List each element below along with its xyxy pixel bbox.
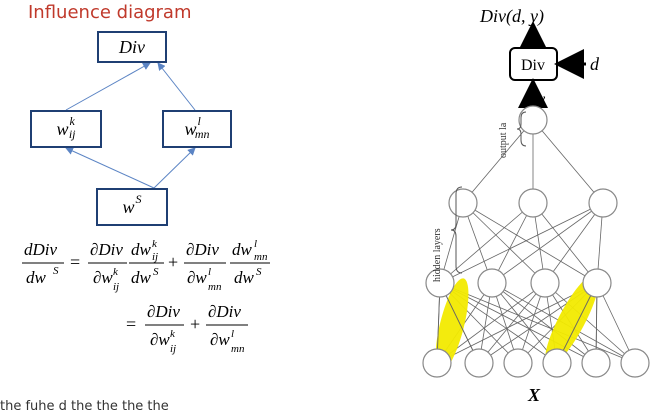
network-diagram: Div(d, y) Div d y xyxy=(422,6,650,405)
highlight-right xyxy=(545,273,599,367)
cut-off-caption: the fuhe d the the the the xyxy=(0,399,169,414)
t1b-num-sub: ij xyxy=(152,251,158,263)
div-box-label: Div xyxy=(521,57,545,74)
output-node xyxy=(518,105,548,135)
eq2-t2-den-sup: l xyxy=(231,328,234,340)
output-layer-label: output la xyxy=(498,122,509,158)
t2-den-sup: l xyxy=(208,266,211,278)
t2-denominator: ∂w xyxy=(187,268,207,287)
lhs-numerator: dDiv xyxy=(24,240,58,259)
edge-wl-to-div xyxy=(157,62,196,111)
edge-ws-to-wk xyxy=(65,147,155,189)
t1b-denominator: dw xyxy=(131,268,152,287)
hidden2-node xyxy=(518,188,548,218)
hidden2-node xyxy=(448,188,478,218)
hidden1-node xyxy=(425,268,455,298)
eq2-t2-den-sub: mn xyxy=(231,343,245,355)
edge-ws-to-wl xyxy=(153,147,196,189)
svg-text:+: + xyxy=(168,252,178,272)
edge-wk-to-div xyxy=(65,62,151,111)
t1b-den-sup: S xyxy=(153,266,159,278)
t2b-num-sup: l xyxy=(254,238,257,250)
t2-numerator: ∂Div xyxy=(186,240,219,259)
svg-text:+: + xyxy=(190,314,200,334)
hidden-layers-label: hidden layers xyxy=(432,228,443,282)
svg-text:=: = xyxy=(70,252,80,272)
lhs-den-sup: S xyxy=(53,265,59,277)
eq2-t1-den-sup: k xyxy=(170,328,176,340)
t1b-num-sup: k xyxy=(152,238,158,250)
t1-numerator: ∂Div xyxy=(90,240,123,259)
div-node: Div xyxy=(97,31,167,63)
input-node xyxy=(503,348,533,378)
network-edges xyxy=(436,119,636,364)
hidden1-node xyxy=(477,268,507,298)
highlight-left xyxy=(435,278,469,372)
input-node xyxy=(620,348,650,378)
t2b-num-sub: mn xyxy=(254,251,268,263)
output-layer-brace xyxy=(516,111,527,147)
lhs-denominator: dw xyxy=(26,268,47,287)
t1b-numerator: dw xyxy=(131,240,152,259)
t2b-denominator: dw xyxy=(234,268,255,287)
t2b-den-sup: S xyxy=(256,266,262,278)
influence-diagram-edges xyxy=(65,62,196,189)
eq2-t2-numerator: ∂Div xyxy=(208,302,241,321)
t1-denominator: ∂w xyxy=(93,268,113,287)
hidden-layers-brace xyxy=(450,186,463,274)
input-node xyxy=(464,348,494,378)
input-node xyxy=(581,348,611,378)
eq2-t1-denominator: ∂w xyxy=(150,330,170,349)
hidden1-node xyxy=(530,268,560,298)
y-label: y xyxy=(536,91,546,108)
output-label: Div(d, y) xyxy=(479,6,544,27)
input-node xyxy=(422,348,452,378)
hidden2-node xyxy=(588,188,618,218)
x-label: X xyxy=(527,385,541,405)
t1-den-sub: ij xyxy=(113,281,119,293)
highlight-regions xyxy=(435,273,599,372)
eq2-t1-numerator: ∂Div xyxy=(147,302,180,321)
network-nodes xyxy=(422,105,650,378)
t1-den-sup: k xyxy=(113,266,119,278)
input-node xyxy=(542,348,572,378)
t2b-numerator: dw xyxy=(232,240,253,259)
influence-diagram-title: Influence diagram xyxy=(28,2,192,23)
eq2-t1-den-sub: ij xyxy=(170,343,176,355)
hidden1-node xyxy=(582,268,612,298)
svg-text:=: = xyxy=(126,314,136,334)
d-label: d xyxy=(590,54,600,74)
eq2-t2-denominator: ∂w xyxy=(210,330,230,349)
t2-den-sub: mn xyxy=(208,281,222,293)
chain-rule-equation: dDiv dw S = ∂Div ∂w k ij dw k ij dw S + … xyxy=(22,238,270,355)
